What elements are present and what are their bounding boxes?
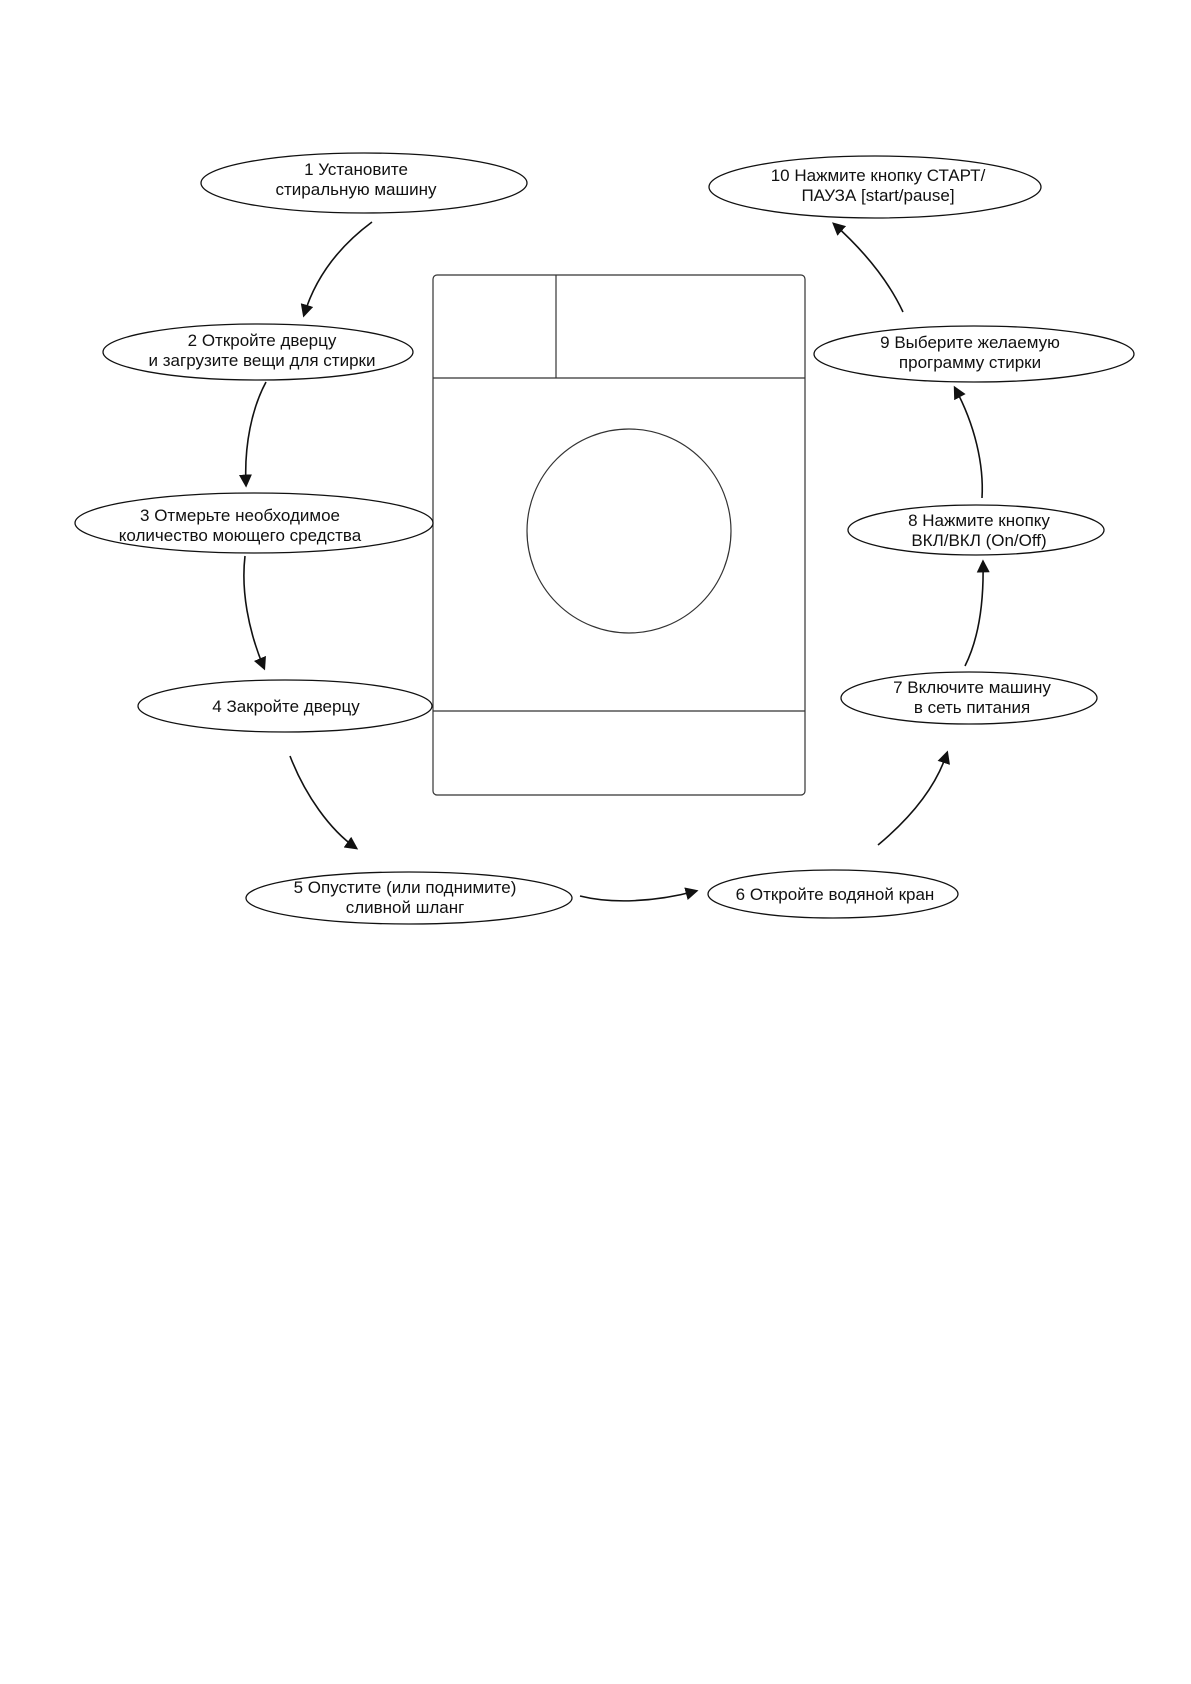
step-1: 1 Установите стиральную машину: [200, 152, 528, 214]
arrow-2-to-3: [238, 381, 267, 488]
arrow-7-to-8: [964, 559, 990, 667]
step-3: 3 Отмерьте необходимое количество моющег…: [74, 492, 434, 554]
step-5-line-1: 5 Опустите (или поднимите): [294, 878, 517, 897]
step-1-line-1: 1 Установите: [304, 160, 408, 179]
step-10-line-2: ПАУЗА [start/pause]: [801, 186, 954, 205]
step-7-line-1: 7 Включите машину: [893, 678, 1051, 697]
flow-arrows: [238, 221, 990, 902]
step-8-line-1: 8 Нажмите кнопку: [908, 511, 1050, 530]
step-8-line-2: ВКЛ/ВКЛ (On/Off): [911, 531, 1046, 550]
washing-machine-icon: [432, 274, 806, 796]
step-4-line-1: 4 Закройте дверцу: [212, 697, 360, 716]
step-2: 2 Откройте дверцу и загрузите вещи для с…: [102, 323, 414, 381]
step-9-line-1: 9 Выберите желаемую: [880, 333, 1060, 352]
step-5-line-2: сливной шланг: [346, 898, 465, 917]
arrow-9-to-10: [832, 222, 904, 313]
step-2-line-1: 2 Откройте дверцу: [188, 331, 337, 350]
step-4: 4 Закройте дверцу: [137, 679, 433, 733]
step-5: 5 Опустите (или поднимите) сливной шланг: [245, 871, 573, 925]
step-6-line-1: 6 Откройте водяной кран: [736, 885, 935, 904]
step-6: 6 Откройте водяной кран: [707, 869, 959, 919]
step-2-line-2: и загрузите вещи для стирки: [149, 351, 376, 370]
step-10: 10 Нажмите кнопку СТАРТ/ ПАУЗА [start/pa…: [708, 155, 1042, 219]
step-9: 9 Выберите желаемую программу стирки: [813, 325, 1135, 383]
step-10-line-1: 10 Нажмите кнопку СТАРТ/: [771, 166, 986, 185]
arrow-8-to-9: [953, 385, 984, 499]
arrow-1-to-2: [300, 221, 373, 318]
step-1-line-2: стиральную машину: [276, 180, 437, 199]
step-8: 8 Нажмите кнопку ВКЛ/ВКЛ (On/Off): [847, 504, 1105, 556]
step-9-line-2: программу стирки: [899, 353, 1041, 372]
arrow-4-to-5: [289, 755, 359, 850]
arrow-5-to-6: [579, 887, 699, 902]
step-7: 7 Включите машину в сеть питания: [840, 671, 1098, 725]
step-7-line-2: в сеть питания: [914, 698, 1030, 717]
arrow-6-to-7: [877, 750, 950, 846]
step-3-line-1: 3 Отмерьте необходимое: [140, 506, 340, 525]
step-3-line-2: количество моющего средства: [119, 526, 362, 545]
arrow-3-to-4: [243, 555, 266, 671]
